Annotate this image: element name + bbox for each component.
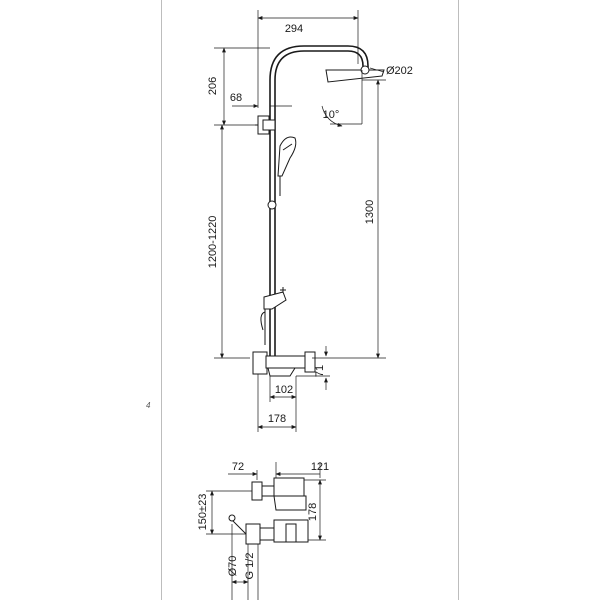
dim-71-label: 71 <box>314 365 326 377</box>
dim-68-label: 68 <box>230 92 242 104</box>
dimension-wall-offset: 68 <box>230 92 292 108</box>
detail-dim-72-label: 72 <box>232 461 244 473</box>
dimension-spout-reach: 102 <box>269 376 297 402</box>
detail-dimension-right: 121 <box>275 461 329 478</box>
dim-1200-1220-label: 1200-1220 <box>207 216 219 269</box>
dim-diameter-label: Ø202 <box>386 65 413 77</box>
shower-head <box>325 65 385 83</box>
slider <box>267 200 277 210</box>
page-edge-left <box>161 0 162 600</box>
dim-102-label: 102 <box>275 384 293 396</box>
detail-dimension-connection: Ø70 G 1/2 <box>227 524 259 600</box>
dimension-mixer-depth: 178 <box>257 374 297 432</box>
dim-178-label: 178 <box>268 413 286 425</box>
detail-dim-178-label: 178 <box>307 503 319 521</box>
dim-angle-label: 10° <box>323 109 340 121</box>
dimension-top-height: 206 <box>207 47 270 126</box>
dimension-total-height: 1300 <box>312 79 386 359</box>
mixer-detail <box>228 477 309 545</box>
detail-dimension-left: 72 <box>228 461 296 480</box>
detail-dim-121-label: 121 <box>311 461 329 473</box>
detail-dim-150-label: 150±23 <box>197 494 209 531</box>
dim-294-label: 294 <box>285 23 303 35</box>
detail-dimension-vertical-right: 178 <box>304 479 326 541</box>
shower-column <box>269 45 369 356</box>
small-mark: 4 <box>146 401 151 410</box>
dimension-spout-drop: 71 <box>296 346 330 390</box>
dim-1300-label: 1300 <box>364 200 376 224</box>
page-edge-right <box>458 0 459 600</box>
dimension-bar-height: 1200-1220 <box>207 124 250 359</box>
dimension-tilt-angle: 10° <box>321 70 363 127</box>
dimension-head-diameter: Ø202 <box>369 65 413 77</box>
detail-dim-diameter-label: Ø70 <box>227 556 239 577</box>
detail-dim-thread-label: G 1/2 <box>244 553 256 580</box>
dimension-head-reach: 294 <box>257 10 359 108</box>
thermostatic-mixer <box>252 351 316 377</box>
detail-dimension-vertical-left: 150±23 <box>197 490 252 535</box>
dim-206-label: 206 <box>207 77 219 95</box>
hand-shower <box>277 136 297 196</box>
hand-shower-holder <box>260 287 287 345</box>
